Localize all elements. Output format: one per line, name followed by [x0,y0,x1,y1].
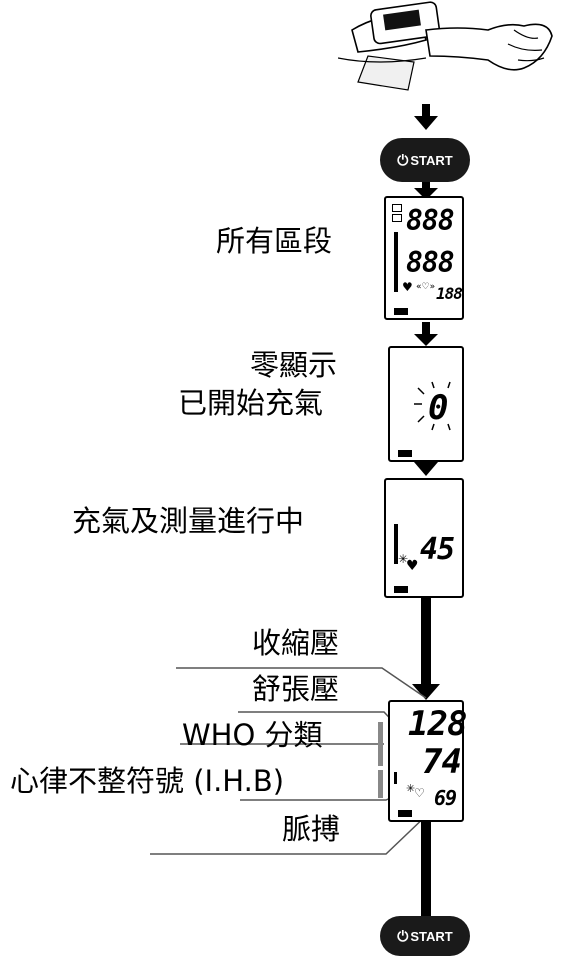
lcd-result-systolic: 128 [408,704,467,744]
step-zero-display: 零顯示 [250,348,338,382]
lcd-all-small: 188 [436,284,463,303]
arrow-down-icon [414,322,438,346]
arrow-down-icon [414,462,438,476]
label-ihb: 心律不整符號 (I.H.B) [10,764,285,798]
heart-icon: ♥ [406,558,419,574]
lcd-all-segments: 888 888 ♥ «♡» 188 [384,196,464,320]
lcd-measuring: 45 ♥ ✳ [384,478,464,598]
label-diastolic: 舒張壓 [252,672,340,706]
lcd-result: 128 74 ♡ ✳ 69 [388,700,467,822]
step-inflation-started: 已開始充氣 [178,386,324,420]
battery-icon [394,586,408,593]
power-icon: ⏻ [397,927,409,944]
arrow-down-icon [412,598,440,700]
blink-rays [414,381,451,431]
battery-icon [394,308,408,315]
lcd-all-top: 888 [406,204,455,237]
lcd-result-pulse: 69 [434,786,457,810]
lcd-all-mid: 888 [406,246,455,279]
power-icon: ⏻ [397,151,409,168]
battery-icon [398,810,412,817]
start-button[interactable]: ⏻ START [380,138,470,182]
label-pulse: 脈搏 [282,812,341,846]
heart-icon: ♡ [414,786,425,800]
ihb-bar [378,770,383,798]
step-all-segments: 所有區段 [216,224,333,258]
lcd-zero-value: 0 [428,388,449,428]
wrist-cuff-illustration [338,1,553,91]
lcd-result-diastolic: 74 [422,742,462,782]
label-who: WHO 分類 [182,718,323,752]
lcd-measuring-value: 45 [420,532,455,567]
step-inflating: 充氣及測量進行中 [72,504,305,538]
memory-icon [392,204,402,212]
start-button-label: START [410,152,453,168]
battery-icon [398,450,412,457]
heart-icon: ♥ [402,280,413,294]
lcd-zero-display: 0 [388,346,464,462]
arrow-down-icon [414,104,438,130]
label-systolic: 收縮壓 [252,626,340,660]
start-button-label: START [410,928,453,944]
start-button-bottom[interactable]: ⏻ START [380,916,470,956]
arrow-down-icon [414,176,438,200]
who-bar [378,722,383,766]
